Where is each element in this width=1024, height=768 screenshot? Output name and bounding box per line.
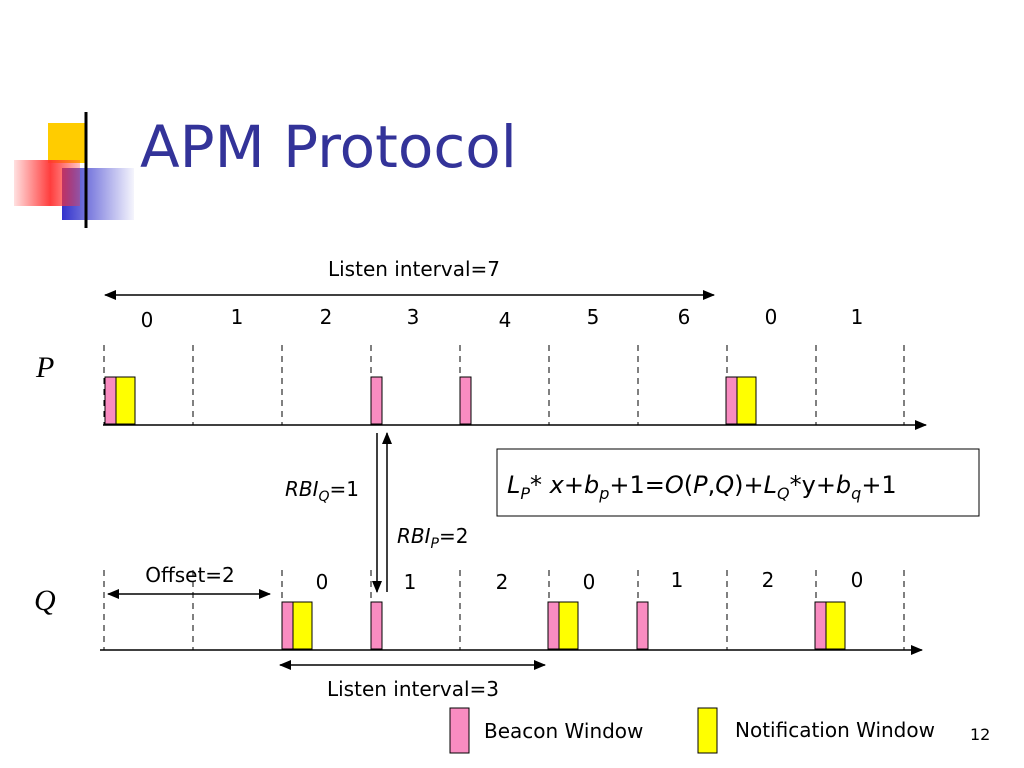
q-slot-number: 1 — [671, 568, 684, 592]
p-notification-window — [736, 376, 757, 425]
q-slot-number: 1 — [404, 570, 417, 594]
formula-part: L — [764, 471, 777, 499]
q-windows — [281, 601, 846, 650]
formula-part: O — [665, 471, 684, 499]
beacon-legend-label: Beacon Window — [484, 719, 643, 743]
rbi-q-sub: Q — [319, 489, 330, 505]
formula-part: b — [584, 471, 599, 499]
rbi-q-base: RBI — [285, 477, 319, 501]
formula-part: P — [520, 484, 530, 503]
formula: LP* x+bp+1=O(P,Q)+LQ*y+bq+1 — [507, 471, 897, 503]
p-notification-window — [115, 376, 136, 425]
p-beacon-window — [104, 376, 117, 425]
p-slot-number: 4 — [499, 308, 512, 332]
q-slot-numbers: 0 1 2 0 1 2 0 — [316, 568, 864, 594]
q-timeline: Q Offset=2 0 1 2 0 1 2 0 Listen interval=3 — [34, 563, 923, 701]
p-slot-number: 0 — [141, 308, 154, 332]
notification-legend-swatch — [697, 707, 718, 754]
q-slot-number: 2 — [496, 570, 509, 594]
formula-part: )+ — [734, 471, 763, 499]
rbi-p-label: RBIP=2 — [397, 524, 468, 552]
formula-part: ( — [684, 471, 693, 499]
formula-box — [496, 448, 980, 517]
formula-part: *y+ — [790, 471, 836, 499]
q-notification-window — [558, 601, 579, 650]
q-slot-number: 0 — [316, 570, 329, 594]
q-listen-interval-label: Listen interval=3 — [327, 677, 499, 701]
rbi-p-sub: P — [431, 536, 440, 552]
q-beacon-window — [636, 601, 649, 650]
formula-part: , — [708, 471, 716, 499]
q-slot-number: 0 — [583, 570, 596, 594]
p-windows — [104, 376, 757, 425]
formula-part: * — [530, 471, 550, 499]
p-beacon-window — [725, 376, 738, 425]
p-slot-number: 2 — [320, 305, 333, 329]
rbi-p-value: =2 — [439, 524, 468, 548]
p-slot-number: 1 — [231, 305, 244, 329]
p-slot-number: 1 — [851, 305, 864, 329]
formula-part: +1= — [609, 471, 665, 499]
q-beacon-window — [281, 601, 294, 650]
q-slot-number: 0 — [851, 568, 864, 592]
node-p-label: P — [35, 351, 54, 384]
beacon-legend-swatch — [449, 707, 470, 754]
formula-part: P — [693, 471, 708, 499]
offset-label: Offset=2 — [145, 563, 235, 587]
p-listen-interval-label: Listen interval=7 — [328, 257, 500, 281]
title-decoration — [14, 112, 1000, 228]
formula-part: b — [836, 471, 851, 499]
p-timeline: P Listen interval=7 0 1 2 3 4 5 6 0 1 — [35, 257, 927, 430]
q-beacon-window — [370, 601, 383, 650]
node-q-label: Q — [34, 584, 56, 617]
q-beacon-window — [814, 601, 827, 650]
formula-part: L — [507, 471, 520, 499]
formula-part: +1 — [861, 471, 896, 499]
q-notification-window — [292, 601, 313, 650]
p-slot-number: 6 — [678, 305, 691, 329]
legend: Beacon Window Notification Window — [449, 707, 935, 754]
q-notification-window — [825, 601, 846, 650]
formula-part: + — [564, 471, 584, 499]
formula-part: q — [851, 484, 861, 503]
p-slot-number: 5 — [587, 305, 600, 329]
formula-part: Q — [777, 484, 790, 503]
formula-part: x — [549, 471, 565, 499]
page-number: 12 — [970, 725, 990, 744]
formula-part: Q — [715, 471, 734, 499]
rbi-q-label: RBIQ=1 — [285, 477, 359, 505]
p-slot-number: 0 — [765, 305, 778, 329]
q-beacon-window — [547, 601, 560, 650]
rbi-p-base: RBI — [397, 524, 431, 548]
p-beacon-window — [459, 376, 472, 425]
p-beacon-window — [370, 376, 383, 425]
p-slot-boundaries — [103, 345, 905, 425]
rbi-q-value: =1 — [330, 477, 359, 501]
notification-legend-label: Notification Window — [735, 718, 935, 742]
q-slot-number: 2 — [762, 568, 775, 592]
formula-part: p — [598, 484, 609, 503]
p-slot-number: 3 — [407, 305, 420, 329]
p-slot-numbers: 0 1 2 3 4 5 6 0 1 — [141, 305, 864, 332]
slide-title: APM Protocol — [140, 113, 517, 181]
